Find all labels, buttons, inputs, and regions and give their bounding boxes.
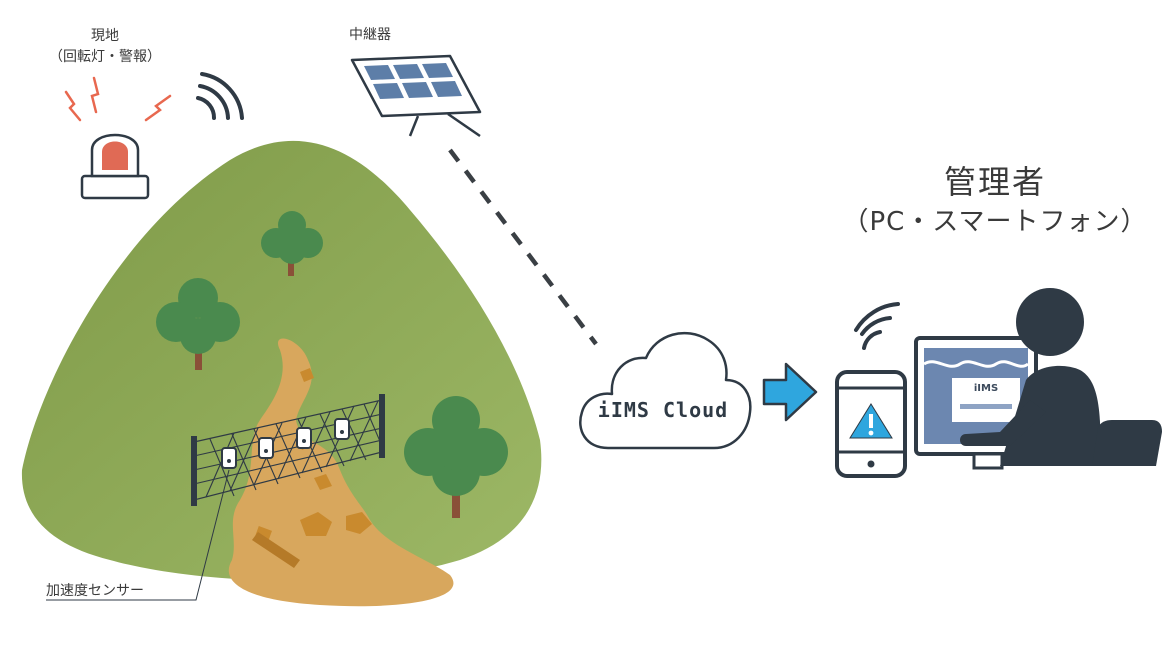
monitor-icon: [914, 336, 1038, 470]
cloud-label: iIMS Cloud: [597, 398, 729, 422]
site-label: 現地 （回転灯・警報）: [20, 26, 190, 68]
solar-panel-icon: [350, 54, 482, 138]
admin-title: 管理者: [943, 163, 1046, 201]
monitor-screen-label: iIMS: [973, 383, 999, 394]
wifi-signal-icon: [854, 302, 900, 350]
tree: [261, 211, 323, 276]
alert-lines: [64, 76, 172, 122]
acceleration-sensor: [334, 418, 350, 440]
tree: [404, 396, 508, 518]
debris: [252, 368, 372, 568]
person-icon: [960, 288, 1162, 466]
relay-label: 中継器: [349, 27, 391, 43]
right-arrow-icon: [762, 362, 818, 422]
acceleration-sensor: [258, 437, 274, 459]
hill: [21, 140, 542, 581]
admin-subtitle: （PC・スマートフォン）: [842, 207, 1148, 237]
rotating-light-icon: [80, 133, 150, 200]
site-title: 現地: [91, 28, 119, 44]
site-subtitle: （回転灯・警報）: [49, 49, 161, 65]
acceleration-sensor: [296, 427, 312, 449]
admin-label: 管理者 （PC・スマートフォン）: [830, 162, 1160, 242]
cloud-icon: [579, 331, 752, 450]
acceleration-sensor: [221, 447, 237, 469]
warning-triangle-icon: [849, 403, 893, 439]
sensor-leader-line: [46, 469, 230, 601]
sensor-label: 加速度センサー: [46, 583, 144, 599]
tree: [156, 278, 240, 370]
landslide: [228, 338, 454, 607]
wifi-signal-icon: [196, 72, 244, 120]
